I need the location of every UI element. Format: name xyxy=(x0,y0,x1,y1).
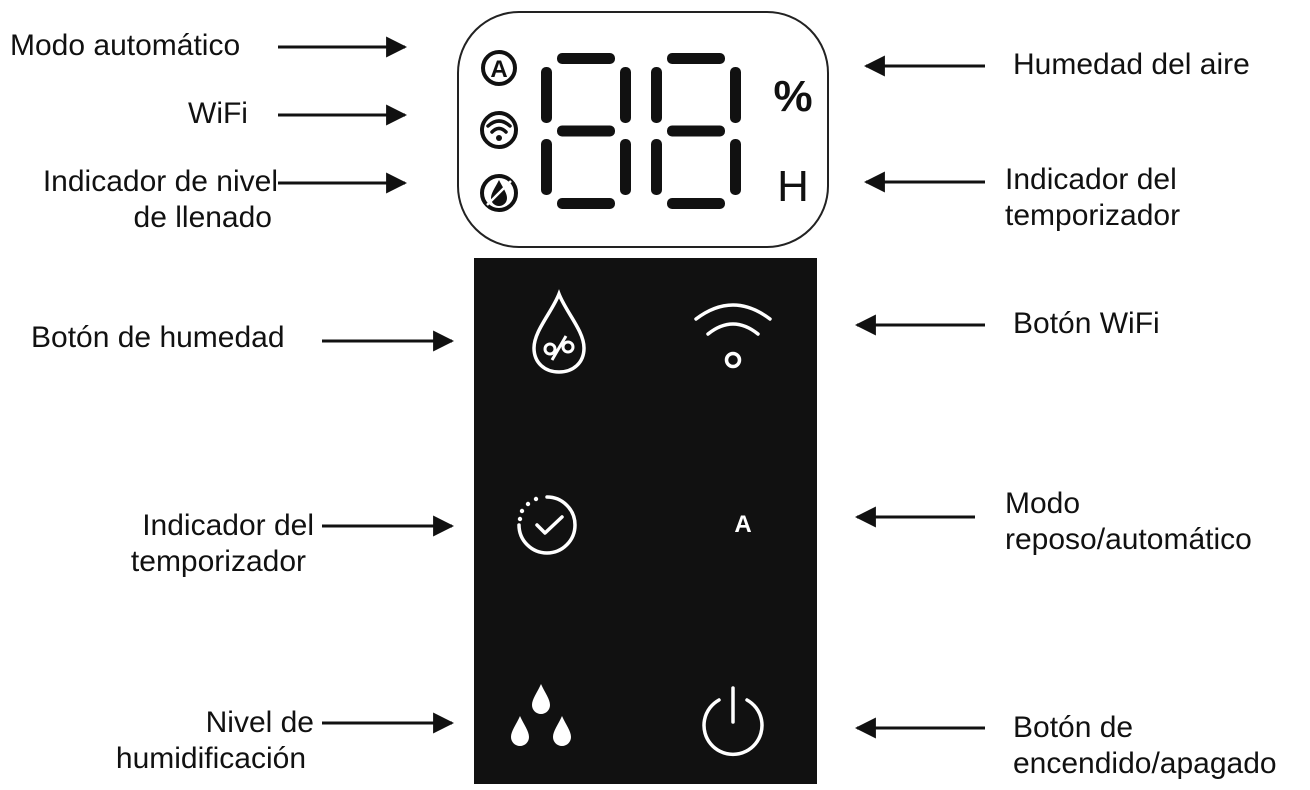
sleep-auto-button[interactable]: A xyxy=(684,480,774,570)
digit-2-segment-f xyxy=(651,67,662,123)
digit-2-segment-c xyxy=(730,139,741,195)
label-fill-level: Indicador de nivel de llenado xyxy=(42,165,278,234)
lcd-display: A % H xyxy=(457,11,829,248)
digit-1-segment-a xyxy=(557,53,615,64)
label-timer-indicator-display: Indicador del temporizador xyxy=(1005,163,1181,232)
label-air-humidity: Humedad del aire xyxy=(1013,48,1250,81)
label-wifi-button: Botón WiFi xyxy=(1013,307,1160,340)
sleep-auto-letter: A xyxy=(734,511,751,538)
water-level-icon xyxy=(480,174,518,212)
humidification-level-button[interactable] xyxy=(496,680,586,770)
wifi-icon xyxy=(480,111,518,149)
control-panel: A xyxy=(474,258,817,784)
humidity-button[interactable] xyxy=(514,286,604,376)
auto-mode-icon: A xyxy=(481,50,517,86)
digit-2-segment-e xyxy=(651,139,662,195)
digit-2-segment-b xyxy=(730,67,741,123)
digit-2-segment-d xyxy=(667,198,725,209)
label-power-button: Botón de encendido/apagado xyxy=(1013,711,1277,780)
humidity-drop-percent-icon xyxy=(532,289,586,374)
digit-1-segment-c xyxy=(620,139,631,195)
auto-symbol: A xyxy=(490,56,507,83)
digit-1-segment-d xyxy=(557,198,615,209)
label-auto-mode: Modo automático xyxy=(10,29,241,62)
label-wifi: WiFi xyxy=(188,97,248,130)
power-icon xyxy=(702,686,764,757)
digits-88 xyxy=(541,53,741,209)
digit-1-segment-f xyxy=(541,67,552,123)
wifi-button[interactable] xyxy=(688,286,778,376)
power-button[interactable] xyxy=(688,680,778,770)
digit-2-segment-a xyxy=(667,53,725,64)
timer-clock-icon xyxy=(517,495,577,555)
digit-1-segment-b xyxy=(620,67,631,123)
sleep-moon-auto-icon: A xyxy=(709,496,764,553)
label-sleep-auto-mode: Modo reposo/automático xyxy=(1005,487,1252,556)
label-humidity-button: Botón de humedad xyxy=(31,321,285,354)
digit-2-segment-g xyxy=(667,125,725,137)
digit-1-segment-e xyxy=(541,139,552,195)
humidification-drops-icon xyxy=(511,684,571,746)
hour-symbol: H xyxy=(777,162,809,211)
label-humidification-level: Nivel de humidificación xyxy=(115,706,314,775)
wifi-icon xyxy=(694,303,772,369)
timer-button[interactable] xyxy=(502,480,592,570)
digit-1-segment-g xyxy=(557,125,615,137)
percent-symbol: % xyxy=(773,72,812,121)
label-timer-indicator-panel: Indicador del temporizador xyxy=(130,509,314,578)
